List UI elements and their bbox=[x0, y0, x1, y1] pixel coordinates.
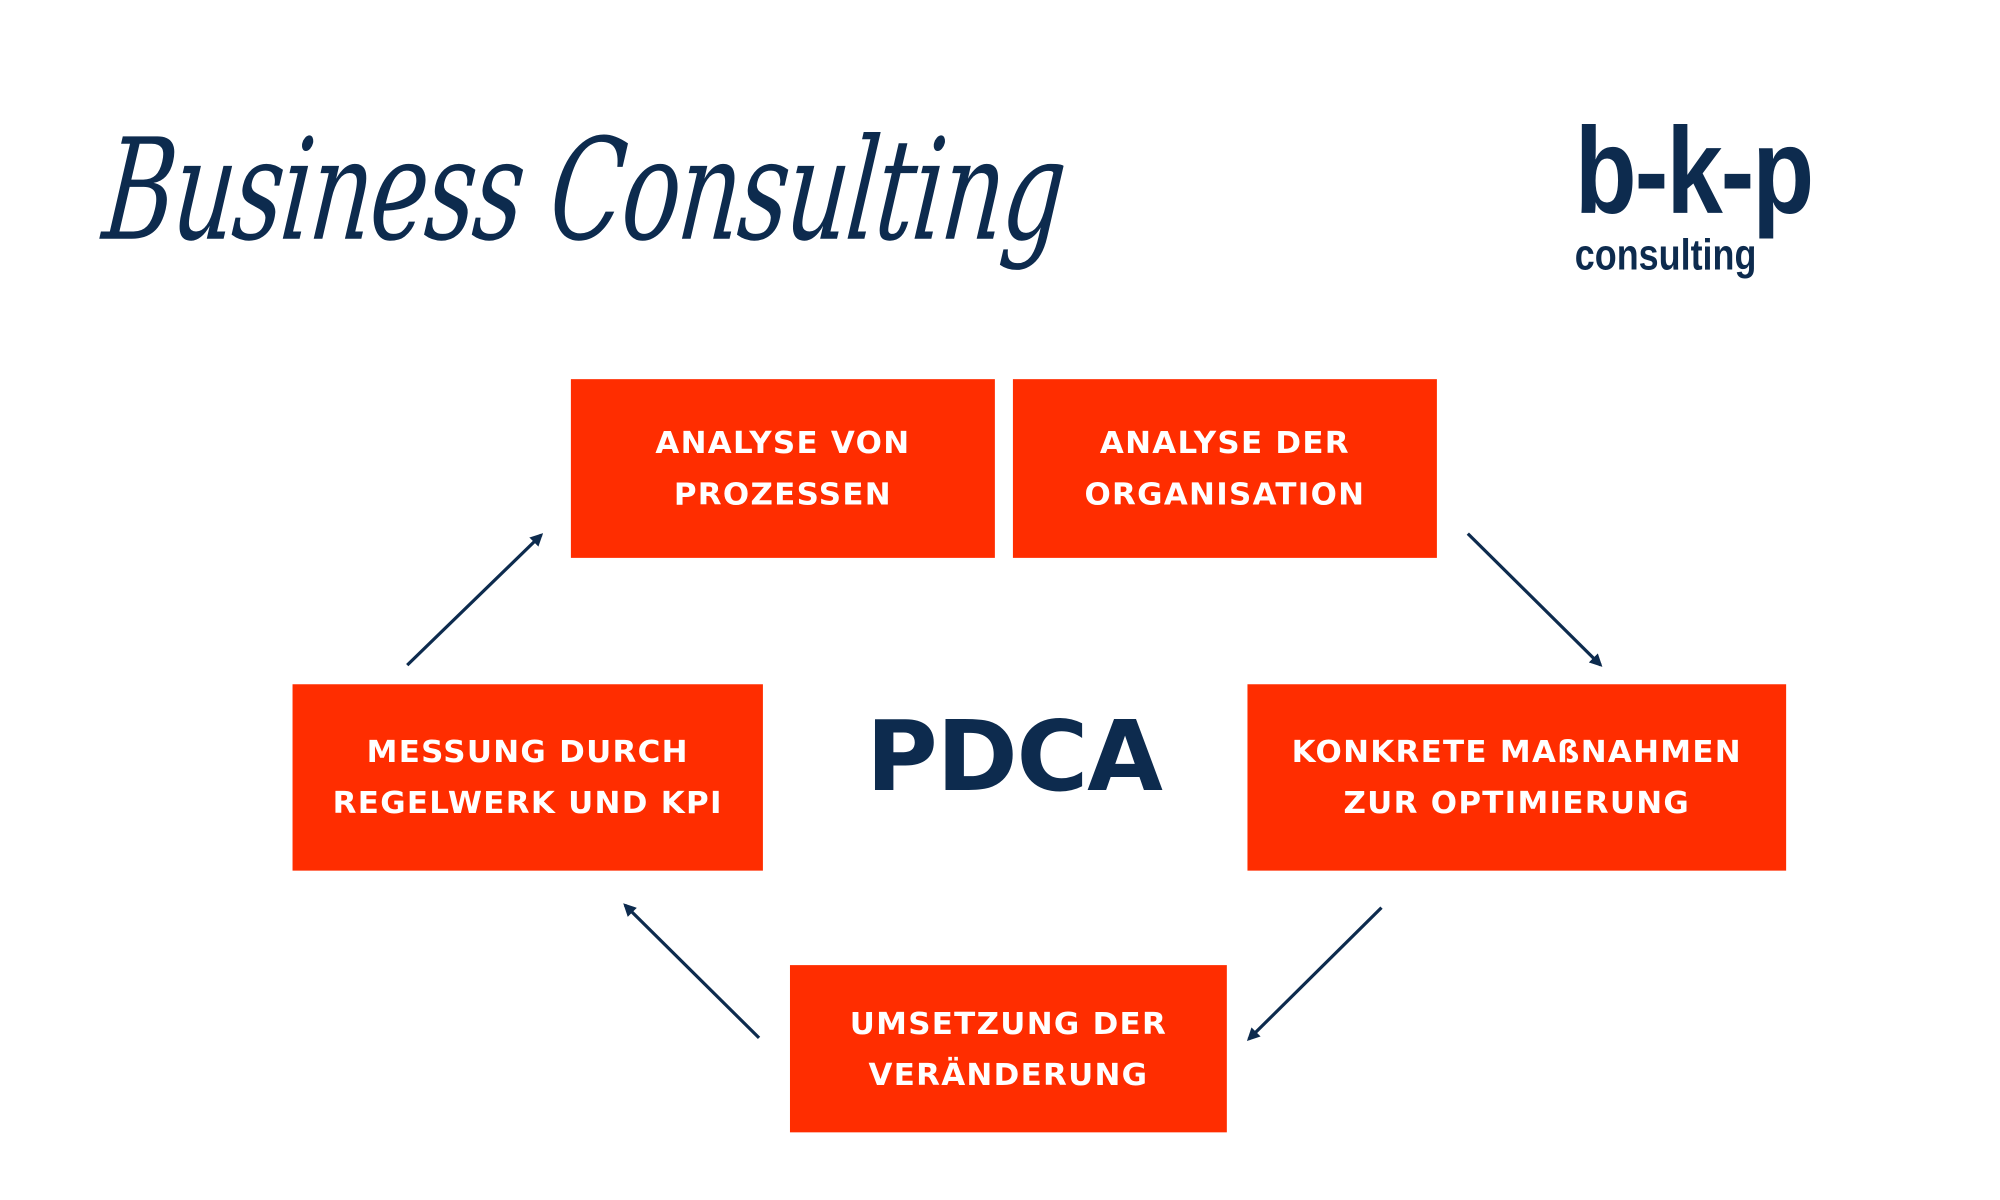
step-text: ORGANISATION bbox=[1084, 476, 1366, 512]
step-text: MESSUNG DURCH bbox=[366, 734, 689, 770]
step-umsetzung: UMSETZUNG DER VERÄNDERUNG bbox=[789, 965, 1227, 1133]
arrow-icon bbox=[623, 903, 761, 1040]
step-text: ANALYSE DER bbox=[1099, 425, 1350, 461]
step-text: UMSETZUNG DER bbox=[849, 1005, 1168, 1042]
step-text: VERÄNDERUNG bbox=[868, 1056, 1149, 1093]
step-analyse-organisation: ANALYSE DER ORGANISATION bbox=[1012, 379, 1437, 558]
step-text: REGELWERK UND KPI bbox=[332, 785, 723, 821]
step-text: PROZESSEN bbox=[673, 476, 892, 512]
logo-sub: consulting bbox=[1574, 231, 1757, 280]
logo-main: b-k-p bbox=[1574, 103, 1814, 241]
step-text: ZUR OPTIMIERUNG bbox=[1343, 785, 1691, 821]
logo: b-k-p consulting bbox=[1574, 103, 1871, 280]
arrow-icon bbox=[1466, 532, 1603, 667]
arrow-icon bbox=[1246, 906, 1383, 1041]
center-label: PDCA bbox=[866, 699, 1163, 814]
step-analyse-prozesse: ANALYSE VON PROZESSEN bbox=[570, 379, 995, 558]
arrow-icon bbox=[406, 533, 544, 667]
step-text: KONKRETE MAßNAHMEN bbox=[1291, 734, 1742, 770]
step-massnahmen: KONKRETE MAßNAHMEN ZUR OPTIMIERUNG bbox=[1247, 684, 1787, 871]
step-text: ANALYSE VON bbox=[655, 425, 911, 461]
step-messung: MESSUNG DURCH REGELWERK UND KPI bbox=[292, 684, 763, 871]
